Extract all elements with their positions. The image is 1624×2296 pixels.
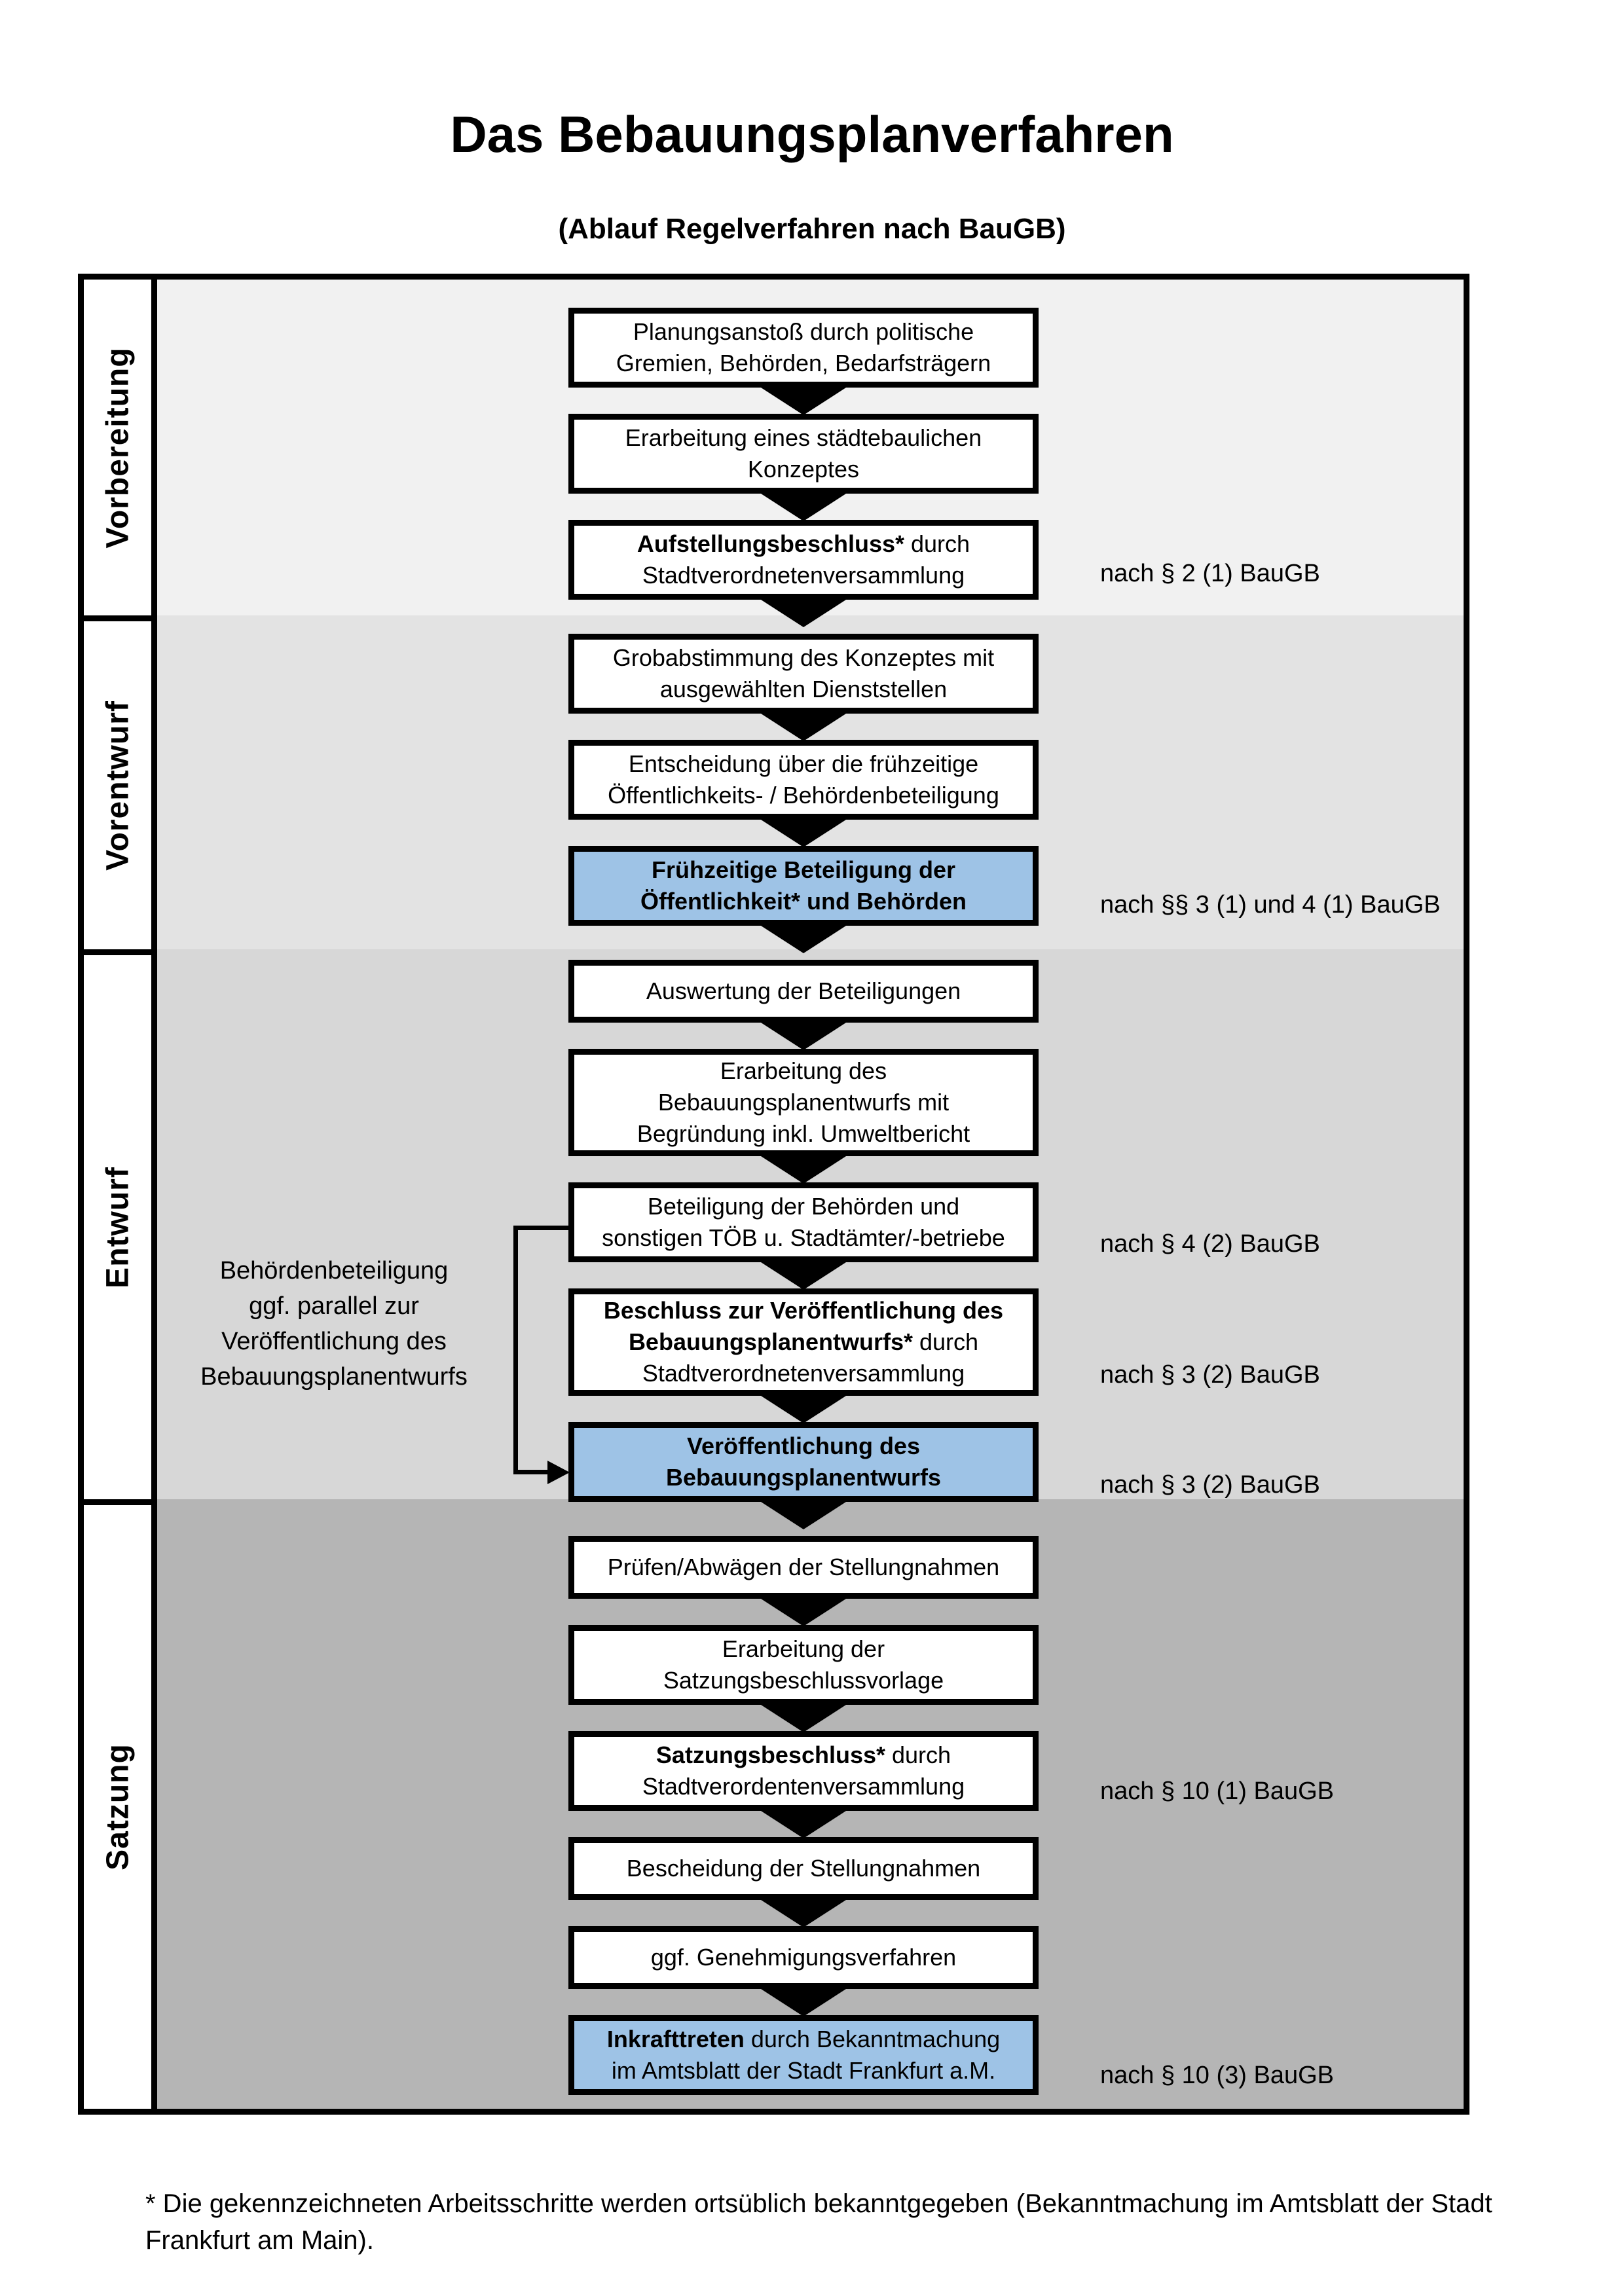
step-fruehzeitige-beteiligung: Frühzeitige Beteiligung der Öffentlichke… [568,846,1039,926]
arrow-down-icon [761,820,846,847]
arrow-down-icon [761,1705,846,1732]
step-satzungsbeschluss: Satzungsbeschluss* durch Stadtverordente… [568,1731,1039,1811]
step-beteiligung-behoerden-toeb: Beteiligung der Behörden und sonstigen T… [568,1182,1039,1262]
step-grobabstimmung: Grobabstimmung des Konzeptes mit ausgewä… [568,634,1039,714]
connector-arrow-right-icon [547,1461,570,1484]
step-aufstellungsbeschluss: Aufstellungsbeschluss* durch Stadtverord… [568,520,1039,600]
legal-ref-beschluss-veroeffentlichung: nach § 3 (2) BauGB [1100,1360,1320,1389]
step-inkrafttreten: Inkrafttreten durch Bekanntmachung im Am… [568,2015,1039,2095]
connector-line [513,1226,568,1230]
legal-ref-aufstellungsbeschluss: nach § 2 (1) BauGB [1100,559,1320,587]
arrow-down-icon [761,1989,846,2016]
page-subtitle: (Ablauf Regelverfahren nach BauGB) [558,213,1066,245]
step-planungsanstoss: Planungsanstoß durch politische Gremien,… [568,308,1039,388]
legal-ref-behoerdenbeteiligung: nach § 4 (2) BauGB [1100,1230,1320,1258]
legal-ref-fruehzeitige-beteiligung: nach §§ 3 (1) und 4 (1) BauGB [1100,890,1441,919]
side-note-parallel-beteiligung: Behördenbeteiligung ggf. parallel zur Ve… [200,1257,468,1391]
step-satzungsbeschlussvorlage: Erarbeitung der Satzungsbeschlussvorlage [568,1625,1039,1705]
step-beschluss-veroeffentlichung: Beschluss zur Veröffentlichung des Bebau… [568,1288,1039,1396]
step-erarbeitung-bebauungsplanentwurf: Erarbeitung des Bebauungsplanentwurfs mi… [568,1049,1039,1156]
step-staedtebauliches-konzept: Erarbeitung eines städtebaulichen Konzep… [568,414,1039,494]
phase-label-vorentwurf: Vorentwurf [100,700,135,871]
footnote: * Die gekennzeichneten Arbeitsschritte w… [145,2189,1492,2255]
step-veroeffentlichung-entwurf: Veröffentlichung des Bebauungsplanentwur… [568,1422,1039,1502]
arrow-down-icon [761,1023,846,1050]
arrow-down-icon [761,1811,846,1838]
arrow-down-icon [761,1156,846,1184]
arrow-down-icon [761,1262,846,1290]
phase-label-entwurf: Entwurf [100,1166,135,1288]
step-pruefen-abwaegen: Prüfen/Abwägen der Stellungnahmen [568,1536,1039,1599]
step-bescheidung-stellungnahmen: Bescheidung der Stellungnahmen [568,1837,1039,1900]
phase-label-satzung: Satzung [100,1743,135,1870]
arrow-down-icon [761,600,846,627]
legal-ref-inkrafttreten: nach § 10 (3) BauGB [1100,2061,1334,2089]
phase-cell-entwurf: Entwurf [84,949,151,1499]
flowchart-frame: Vorbereitung Vorentwurf Entwurf Satzung … [78,274,1469,2115]
arrow-down-icon [761,388,846,415]
arrow-down-icon [761,714,846,741]
connector-line [513,1470,551,1474]
arrow-down-icon [761,1599,846,1626]
arrow-down-icon [761,494,846,521]
phase-cell-vorentwurf: Vorentwurf [84,615,151,949]
step-entscheidung-beteiligung: Entscheidung über die frühzeitige Öffent… [568,740,1039,820]
step-genehmigungsverfahren: ggf. Genehmigungsverfahren [568,1926,1039,1989]
step-auswertung-beteiligungen: Auswertung der Beteiligungen [568,960,1039,1023]
page-title: Das Bebauungsplanverfahren [450,105,1174,163]
connector-line [513,1226,518,1474]
phase-cell-vorbereitung: Vorbereitung [84,280,151,615]
arrow-down-icon [761,1502,846,1529]
legal-ref-satzungsbeschluss: nach § 10 (1) BauGB [1100,1777,1334,1805]
legal-ref-veroeffentlichung: nach § 3 (2) BauGB [1100,1470,1320,1499]
arrow-down-icon [761,1900,846,1927]
phase-label-column: Vorbereitung Vorentwurf Entwurf Satzung [84,280,157,2109]
phase-cell-satzung: Satzung [84,1499,151,2109]
arrow-down-icon [761,926,846,953]
arrow-down-icon [761,1396,846,1423]
phase-label-vorbereitung: Vorbereitung [100,346,135,549]
